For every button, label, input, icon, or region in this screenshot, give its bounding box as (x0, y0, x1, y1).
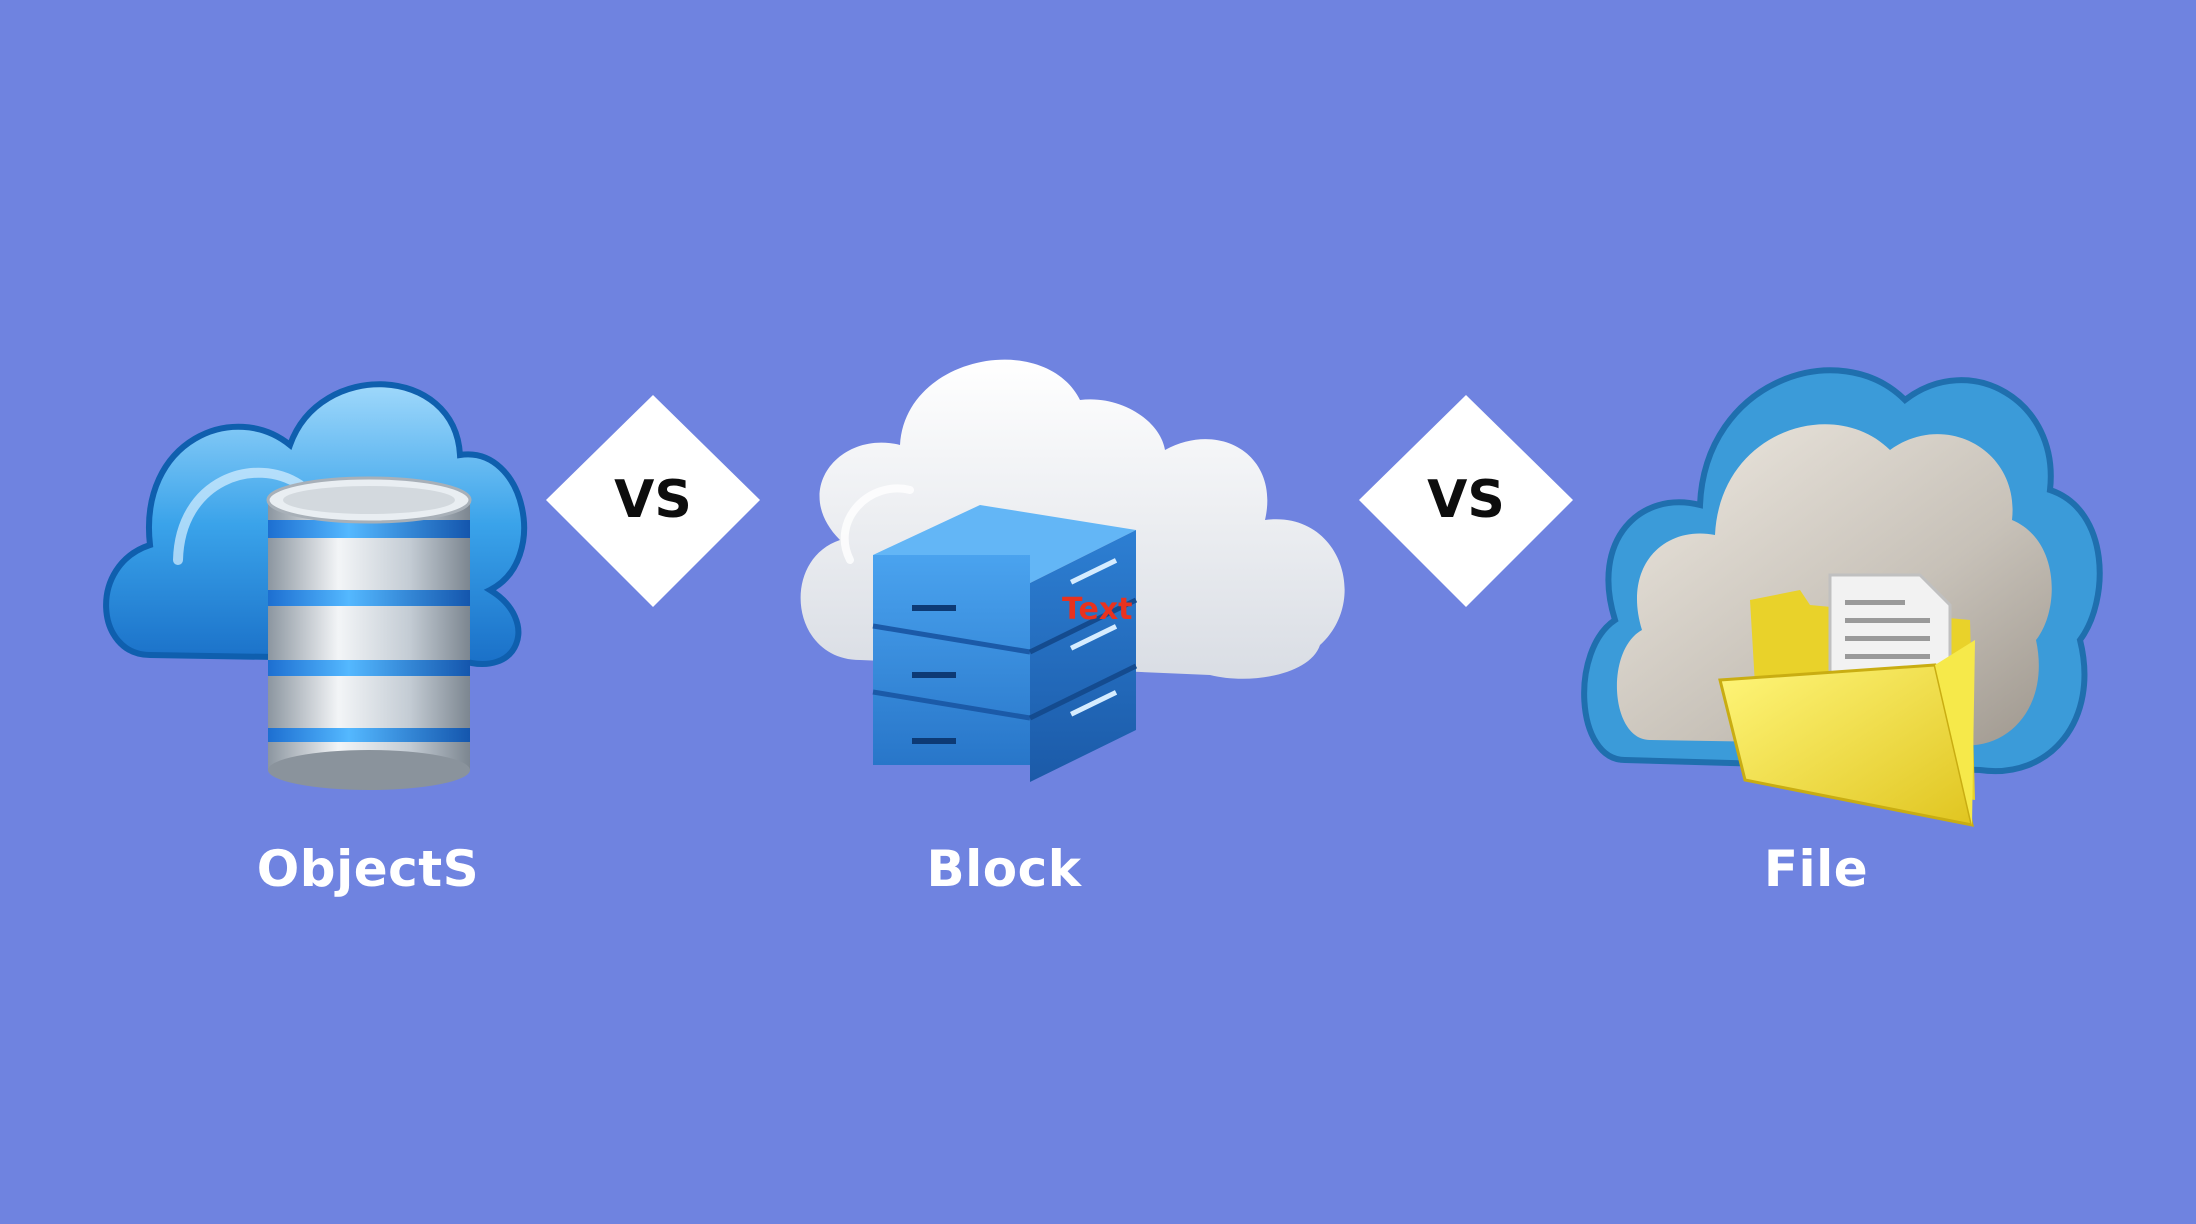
server-stack (872, 505, 1138, 782)
cloud-server-icon (800, 359, 1345, 782)
block-overlay-text: Text (1062, 592, 1133, 627)
vs-separator-1: VS (614, 470, 692, 530)
item-label-objects: ObjectS (256, 840, 480, 898)
document-folder (1718, 573, 1975, 827)
vs-diamond-2 (1359, 395, 1573, 607)
cloud-folder-icon (1581, 367, 2103, 827)
item-label-file: File (1763, 840, 1869, 898)
cloud-database-icon (103, 381, 528, 790)
vs-diamond-1 (546, 395, 760, 607)
vs-separator-2: VS (1427, 470, 1505, 530)
item-label-block: Block (926, 840, 1082, 898)
database-stack (266, 476, 472, 790)
